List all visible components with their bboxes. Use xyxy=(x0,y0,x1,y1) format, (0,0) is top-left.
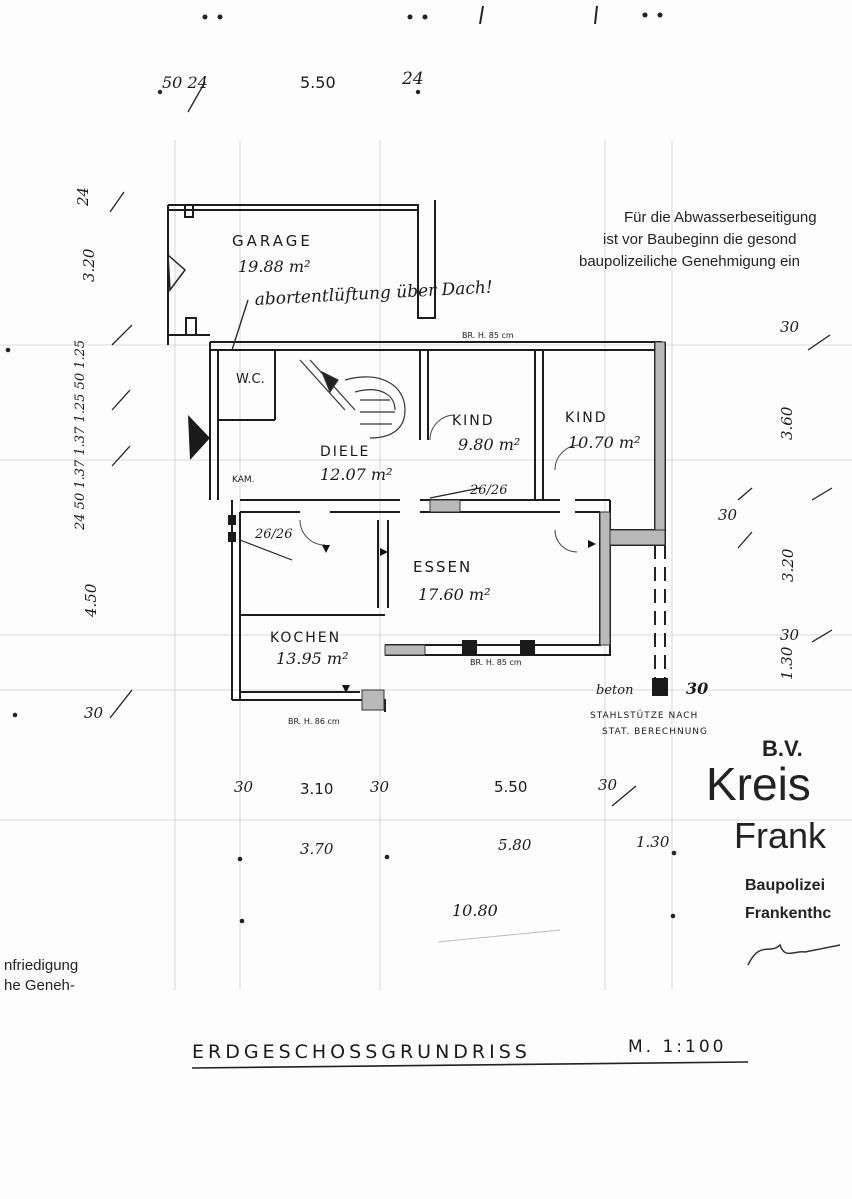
notice-line-3: baupolizeiliche Genehmigung ein xyxy=(579,253,800,270)
top-edge-marks xyxy=(202,5,663,25)
dim-right-3: 1.30 xyxy=(778,646,796,680)
plan-scale: M. 1:100 xyxy=(628,1037,726,1057)
stamp-line-2: Kreis xyxy=(706,758,811,810)
room-kochen-area: 13.95 m² xyxy=(276,649,348,668)
room-kochen-name: KOCHEN xyxy=(270,630,341,646)
enclosure-note: nfriedigung he Geneh- xyxy=(4,957,78,994)
stamp-signature xyxy=(747,943,841,966)
bottom-dimensions: 30 3.10 30 5.50 30 3.70 5.80 1.30 10.80 xyxy=(234,776,677,943)
stamp-line-4: Baupolizei xyxy=(745,877,825,894)
dim-left-1: 3.20 xyxy=(80,248,98,282)
dim-s30d: 30 xyxy=(780,626,800,644)
room-diele-area: 12.07 m² xyxy=(320,465,392,484)
dim-s30f: 30 xyxy=(370,778,390,796)
room-labels: GARAGE 19.88 m² W.C. DIELE 12.07 m² KIND… xyxy=(232,232,640,668)
pillars xyxy=(228,515,668,696)
dim-top-2: 24 xyxy=(401,69,424,89)
entrance-arrow xyxy=(167,253,210,460)
room-kind2-area: 10.70 m² xyxy=(568,433,640,452)
left-note-2: he Geneh- xyxy=(4,977,75,994)
dim-right-2: 3.20 xyxy=(779,548,797,582)
svg-text:24 50 1.37 1.37 1.25 50 1.25: 24 50 1.37 1.37 1.25 50 1.25 xyxy=(73,340,88,531)
note-pointer xyxy=(231,299,249,351)
dim-left-3: 24 xyxy=(74,187,92,207)
room-wc-name: W.C. xyxy=(236,372,265,387)
pillar-dim: 30 xyxy=(686,679,708,698)
left-dimensions: 24 3.20 4.50 30 24 50 1.37 1.37 1.25 50 … xyxy=(5,187,133,722)
top-dimensions: 50 24 5.50 24 xyxy=(157,69,424,113)
stamp-line-5: Frankenthc xyxy=(745,905,831,922)
br-h-2: BR. H. 85 cm xyxy=(470,658,522,667)
dim-right-1: 3.60 xyxy=(778,406,796,440)
stahl-line-2: STAT. BERECHNUNG xyxy=(602,727,708,737)
frac-2: 26/26 xyxy=(254,527,292,542)
beton-note: beton xyxy=(596,683,633,698)
room-kam-name: KAM. xyxy=(232,475,255,485)
dim-s30c: 30 xyxy=(718,506,738,524)
interior-annotations: BR. H. 85 cm BR. H. 85 cm BR. H. 86 cm 2… xyxy=(239,331,522,726)
stamp-line-1: B.V. xyxy=(762,736,803,761)
dim-bottom-2c: 1.30 xyxy=(636,833,670,851)
dim-top-1: 5.50 xyxy=(300,73,336,92)
room-diele-name: DIELE xyxy=(320,444,370,460)
dim-bottom-2b: 5.80 xyxy=(498,836,532,854)
steel-column-note: beton 30 STAHLSTÜTZE NACH STAT. BERECHNU… xyxy=(590,679,708,737)
staircase xyxy=(299,359,406,439)
br-h-3: BR. H. 86 cm xyxy=(288,717,340,726)
svg-text:30: 30 xyxy=(598,776,618,794)
dim-bottom-1b: 5.50 xyxy=(494,778,527,796)
room-essen-area: 17.60 m² xyxy=(418,585,490,604)
br-h-1: BR. H. 85 cm xyxy=(462,331,514,340)
dim-s30a: 30 xyxy=(84,704,104,722)
dim-bottom-1a: 3.10 xyxy=(300,780,333,798)
dim-top-3: 50 24 xyxy=(162,73,208,92)
right-dimensions: 3.60 3.20 1.30 30 30 30 xyxy=(718,318,833,680)
dim-s30e: 30 xyxy=(234,778,254,796)
room-kind1-name: KIND xyxy=(452,413,495,429)
room-kind2-name: KIND xyxy=(565,410,608,426)
notice-line-1: Für die Abwasserbeseitigung xyxy=(624,209,817,226)
notice-line-2: ist vor Baubeginn die gesond xyxy=(603,231,796,248)
room-garage-area: 19.88 m² xyxy=(238,257,310,276)
stahl-line-1: STAHLSTÜTZE NACH xyxy=(590,710,698,721)
authority-stamp: B.V. Kreis Frank Baupolizei Frankenthc xyxy=(706,736,841,966)
dim-s30b: 30 xyxy=(780,318,800,336)
frac-1: 26/26 xyxy=(469,483,507,498)
door-swings xyxy=(299,414,581,553)
dashed-support-line xyxy=(654,545,666,678)
room-kind1-area: 9.80 m² xyxy=(458,435,520,454)
drainage-notice: Für die Abwasserbeseitigung ist vor Baub… xyxy=(579,209,817,270)
window-arrows xyxy=(322,540,596,693)
dim-bottom-3: 10.80 xyxy=(452,901,498,920)
drawing-title: ERDGESCHOSSGRUNDRISS M. 1:100 xyxy=(191,1037,749,1069)
room-garage-name: GARAGE xyxy=(232,232,313,250)
dim-left-2: 4.50 xyxy=(82,583,100,618)
plan-title: ERDGESCHOSSGRUNDRISS xyxy=(192,1041,531,1063)
dim-bottom-2a: 3.70 xyxy=(300,840,334,858)
left-note-1: nfriedigung xyxy=(4,957,78,974)
room-essen-name: ESSEN xyxy=(413,558,472,576)
stamp-line-3: Frank xyxy=(734,815,827,856)
hatched-walls xyxy=(361,341,666,711)
handwritten-note: abortentlüftung über Dach! xyxy=(254,278,493,310)
